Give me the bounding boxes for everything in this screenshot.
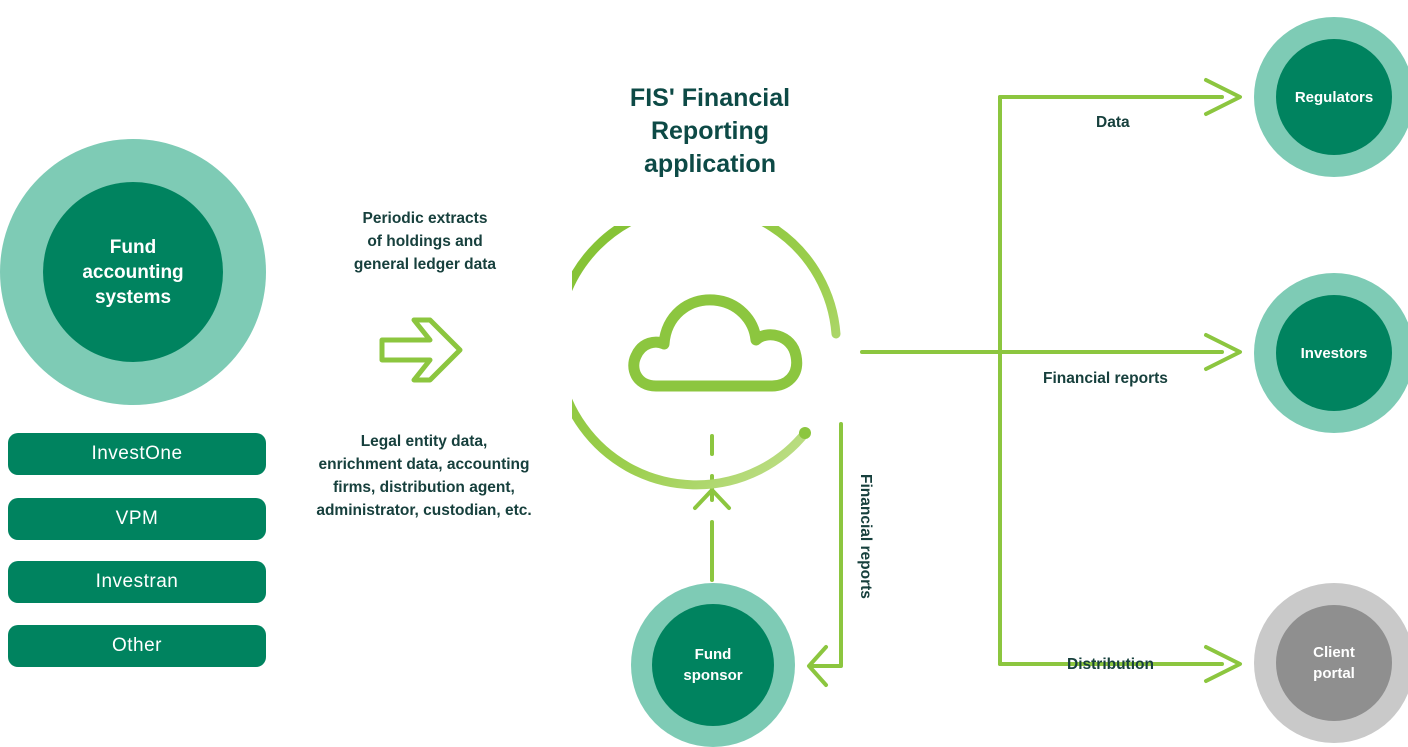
application-ring	[572, 226, 841, 490]
double-arrow-right-icon	[379, 317, 463, 383]
system-pill-other: Other	[8, 625, 266, 667]
application-title-line: FIS' Financial	[629, 84, 791, 112]
note-line: Periodic extracts	[362, 210, 488, 227]
arrow-head-sponsor-icon	[807, 645, 828, 687]
note-line: general ledger data	[353, 256, 497, 273]
system-pill-investran: Investran	[8, 561, 266, 603]
client-portal-label-line: Client	[1313, 644, 1355, 661]
client-portal-label: Client portal	[1313, 642, 1355, 684]
application-title-line: application	[644, 150, 776, 178]
investors-node: Investors	[1276, 295, 1392, 411]
client-portal-label-line: portal	[1313, 665, 1355, 682]
fund-accounting-title-line: accounting	[82, 261, 184, 283]
output-label-data: Data	[1096, 114, 1130, 131]
output-label-distribution: Distribution	[1067, 656, 1154, 673]
note-line: Legal entity data,	[360, 433, 488, 450]
fund-sponsor-node: Fund sponsor	[652, 604, 774, 726]
system-pill-investone: InvestOne	[8, 433, 266, 475]
regulators-label: Regulators	[1295, 87, 1373, 108]
note-line: administrator, custodian, etc.	[316, 502, 532, 519]
investors-label: Investors	[1301, 343, 1368, 364]
application-title: FIS' Financial Reporting application	[590, 82, 830, 181]
sponsor-return-line	[810, 422, 843, 668]
arrow-head-up-icon	[693, 488, 731, 510]
fund-accounting-title-line: Fund	[109, 236, 157, 258]
fund-accounting-title: Fund accounting systems	[82, 235, 183, 310]
fund-sponsor-label: Fund sponsor	[683, 644, 742, 686]
arrow-head-client-portal-icon	[1204, 645, 1242, 683]
fund-accounting-title-line: systems	[94, 286, 172, 308]
system-pill-vpm: VPM	[8, 498, 266, 540]
application-title-line: Reporting	[650, 117, 770, 145]
note-line: of holdings and	[367, 233, 483, 250]
regulators-node: Regulators	[1276, 39, 1392, 155]
legal-entity-note: Legal entity data, enrichment data, acco…	[286, 430, 562, 522]
periodic-extracts-note: Periodic extracts of holdings and genera…	[300, 207, 550, 276]
arrow-head-regulators-icon	[1204, 78, 1242, 116]
output-label-financial-reports: Financial reports	[1043, 370, 1168, 387]
cloud-icon	[628, 294, 803, 392]
note-line: enrichment data, accounting	[318, 456, 530, 473]
client-portal-node: Client portal	[1276, 605, 1392, 721]
regulators-label-line: Regulators	[1294, 88, 1374, 106]
fund-sponsor-label-line: sponsor	[683, 667, 743, 684]
sponsor-return-label: Financial reports	[857, 474, 874, 599]
investors-label-line: Investors	[1300, 344, 1368, 362]
fund-accounting-systems-node: Fund accounting systems	[43, 182, 223, 362]
fund-sponsor-label-line: Fund	[694, 646, 732, 663]
note-line: firms, distribution agent,	[333, 479, 515, 496]
arrow-head-investors-icon	[1204, 333, 1242, 371]
